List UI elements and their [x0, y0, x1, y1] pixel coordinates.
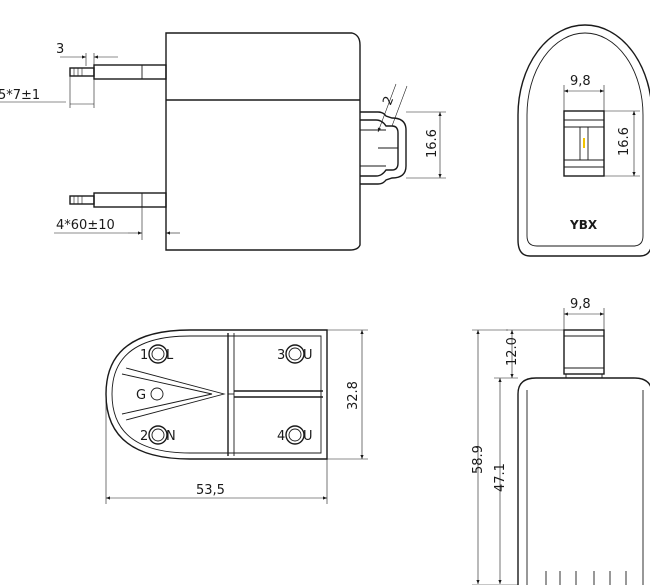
dim-pin-tip-label: 3 [56, 42, 64, 57]
pin-3U-letter: U [303, 348, 313, 363]
dim-pin-diameter: 5*7±1 [0, 76, 95, 108]
pin-4U-number: 4 [277, 429, 285, 444]
dim-front-clip-width: 9,8 [563, 74, 605, 111]
side-view-body [165, 32, 361, 251]
dim-clip-thickness-label: 2 [380, 94, 397, 107]
pin-1L: 1 L [140, 344, 174, 364]
dim-pin-length-label: 4*60±10 [56, 218, 115, 233]
dim-clip-thickness: 2 [377, 83, 408, 133]
dim-bottom-width: 53,5 [105, 394, 328, 504]
dim-bottom-width-label: 53,5 [196, 483, 225, 498]
dim-profile-clip-height: 12.0 [505, 329, 564, 378]
pin-G-letter: G [136, 388, 146, 403]
pin-2N-number: 2 [140, 429, 148, 444]
pin-G: G [136, 387, 164, 403]
pin-1L-number: 1 [140, 348, 148, 363]
side-view: 3 5*7±1 4*60±10 [0, 32, 446, 251]
dim-profile-clip-width: 9,8 [563, 297, 605, 330]
pin-4U-letter: U [303, 429, 313, 444]
front-view: 9,8 16.6 YBX [517, 24, 650, 257]
pin-2N-letter: N [166, 429, 176, 444]
dim-profile-total-height: 58.9 [471, 329, 518, 585]
bottom-view: 1 L G 2 N 3 U 4 U [105, 329, 368, 504]
dim-profile-body-height: 47.1 [493, 377, 518, 584]
dim-pin-length: 4*60±10 [54, 207, 180, 240]
pin-1L-letter: L [166, 348, 174, 363]
dim-profile-clip-width-label: 9,8 [570, 297, 591, 312]
dim-front-clip-height: 16.6 [604, 110, 640, 177]
brand-label: YBX [569, 218, 598, 232]
dim-profile-clip-height-label: 12.0 [505, 337, 520, 366]
profile-view: 9,8 12.0 58.9 47.1 [471, 297, 650, 585]
pin-3U-number: 3 [277, 348, 285, 363]
profile-body [517, 377, 650, 585]
front-view-outline [517, 24, 650, 257]
dim-pin-diameter-label: 5*7±1 [0, 88, 40, 103]
dim-bottom-height: 32.8 [327, 329, 368, 460]
dim-side-clip-height: 16.6 [406, 111, 446, 179]
lower-pin [69, 192, 167, 208]
dim-profile-total-height-label: 58.9 [471, 445, 486, 474]
dim-profile-body-height-label: 47.1 [493, 463, 508, 492]
side-clip [360, 111, 407, 185]
pin-4U: 4 U [277, 425, 313, 445]
upper-pin [69, 64, 167, 80]
dim-side-clip-height-label: 16.6 [425, 129, 440, 158]
front-clip [563, 110, 605, 177]
pin-3U: 3 U [277, 344, 313, 364]
dim-front-clip-width-label: 9,8 [570, 74, 591, 89]
dim-pin-tip: 3 [56, 42, 118, 66]
profile-clip [563, 329, 605, 375]
dim-bottom-height-label: 32.8 [346, 381, 361, 410]
pin-2N: 2 N [140, 425, 176, 445]
dim-front-clip-height-label: 16.6 [617, 127, 632, 156]
